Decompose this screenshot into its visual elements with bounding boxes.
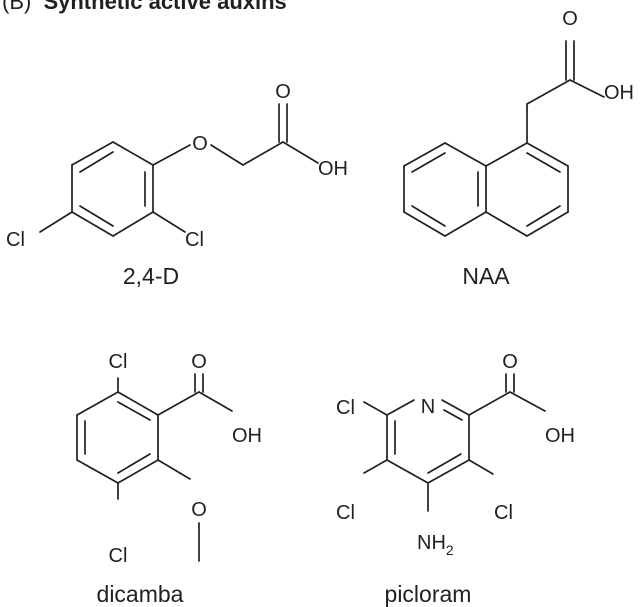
panel-label: (B) xyxy=(2,0,31,14)
figure-title: (B) Synthetic active auxins xyxy=(2,0,287,14)
atom-label-oh: OH xyxy=(232,425,262,447)
atom-label-nh2: NH2 xyxy=(417,532,454,558)
atom-label-cl: Cl xyxy=(109,351,128,373)
atom-label-cl: Cl xyxy=(494,502,513,524)
atom-label-o: O xyxy=(562,8,578,30)
atom-label-oh: OH xyxy=(318,158,348,180)
atom-label-oh: OH xyxy=(545,425,575,447)
compound-name-dicamba: dicamba xyxy=(97,581,184,607)
atom-label-o: O xyxy=(191,499,207,521)
compound-name-naa: NAA xyxy=(462,263,510,289)
structure-dicamba: Cl O OH O Cl dicamba xyxy=(76,351,262,607)
atom-label-cl: Cl xyxy=(336,502,355,524)
atom-label-cl: Cl xyxy=(109,545,128,567)
compound-name-2-4-d: 2,4-D xyxy=(123,263,179,289)
compound-name-picloram: picloram xyxy=(385,581,472,607)
atom-label-oh: OH xyxy=(604,82,634,104)
atom-label-o: O xyxy=(275,81,291,103)
atom-label-o: O xyxy=(191,351,207,373)
structure-naa: O OH NAA xyxy=(403,8,634,289)
atom-label-o: O xyxy=(502,351,518,373)
atom-label-cl: Cl xyxy=(185,229,204,251)
title-text: Synthetic active auxins xyxy=(43,0,286,14)
structure-2-4-d: O O OH Cl Cl 2,4-D xyxy=(6,81,348,289)
structure-picloram: N O OH Cl Cl Cl NH2 picloram xyxy=(336,351,575,607)
atom-label-n: N xyxy=(421,396,435,418)
nh-text: NH xyxy=(417,532,446,554)
atom-label-o: O xyxy=(192,133,208,155)
atom-label-cl: Cl xyxy=(6,229,25,251)
nh-subscript: 2 xyxy=(446,542,454,558)
atom-label-cl: Cl xyxy=(336,397,355,419)
